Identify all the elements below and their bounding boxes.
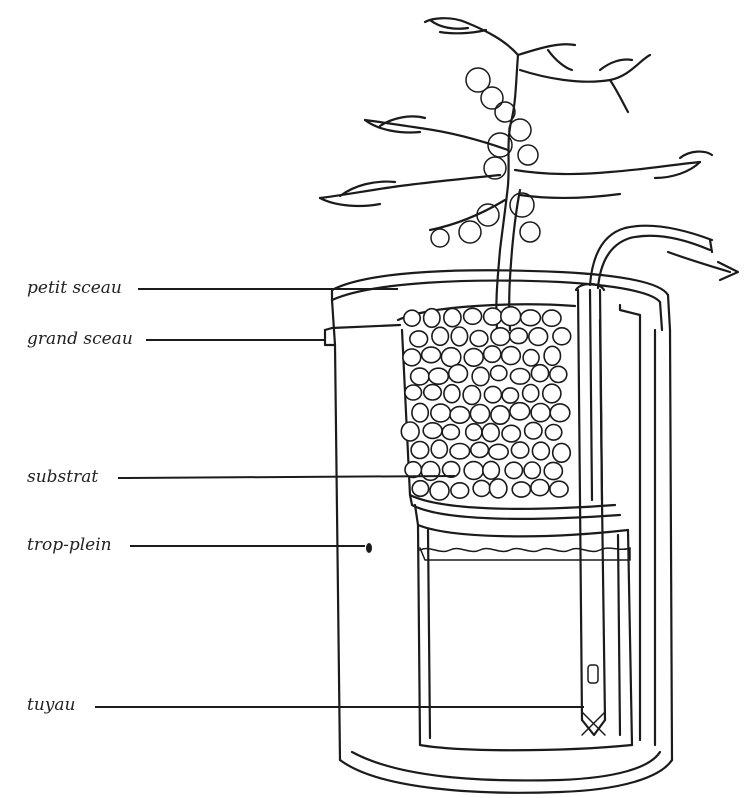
pebble [482,424,499,442]
pebble [532,442,549,460]
pebble [463,386,480,405]
pebble [531,480,549,496]
pebble [510,403,530,420]
pebble [550,481,568,497]
pebble [466,424,482,441]
pebble [430,481,449,500]
pebble [523,385,539,402]
pebble [531,365,548,382]
pebble [424,385,442,400]
pebble [423,423,442,439]
pebble [510,328,528,343]
pebble [431,440,447,458]
pebble [401,422,419,441]
pebble [545,425,561,441]
label-grand-sceau: grand sceau [27,331,133,348]
pebble [431,404,451,422]
pebble [412,481,428,497]
pebble [543,384,561,403]
pebble [501,307,521,326]
label-petit-sceau: petit sceau [27,280,122,297]
pebble [550,404,570,422]
pebble [553,328,571,345]
pebble [421,462,439,481]
pebble [531,404,550,422]
pebble [451,483,469,498]
pebble [491,366,507,381]
pebble [510,369,529,385]
pebble [464,349,483,367]
pebble [412,403,428,422]
pebble [491,328,510,346]
pebble [444,385,460,403]
pebble [411,368,429,385]
pebble [424,309,440,328]
substrate-pebbles [401,307,570,500]
pebble [471,442,489,457]
pebble [484,346,501,362]
leader-substrat [118,476,455,478]
pebble [544,462,562,479]
pebble [502,388,518,403]
pebble [464,308,482,324]
pebble [470,331,488,347]
pebble [405,462,421,478]
pebble [441,348,460,367]
pebble [521,310,541,326]
pebble [449,365,468,383]
pebble [410,331,428,347]
pebble [444,309,461,327]
pebble [511,442,528,458]
pebble [464,462,483,480]
pebble [550,366,567,382]
pebble [429,368,449,384]
pebble [523,350,539,366]
pebble [443,462,460,478]
pebble [442,425,459,440]
pebble [432,327,449,345]
label-tuyau: tuyau [27,697,75,714]
pebble [470,405,489,424]
pebble [553,443,571,462]
pebble [405,385,422,400]
pebble [491,406,510,424]
pebble [404,310,420,326]
pebble [502,347,521,365]
pebble [529,328,548,346]
label-substrat: substrat [27,469,98,486]
plant [320,18,712,330]
pebble [450,444,470,459]
pebble [472,367,489,385]
pebble [505,462,522,478]
pebble [490,479,507,498]
pebble [403,349,421,366]
pebble [484,308,502,325]
pebble [451,327,467,346]
pebble [484,386,501,402]
label-trop-plein: trop-plein [27,537,112,554]
pebble [512,482,530,497]
pebble [525,422,542,439]
pebble [524,462,540,479]
pebble [544,346,560,365]
pebble [542,310,561,326]
pebble [473,480,490,496]
pebble [450,407,470,424]
pebble [483,461,500,479]
pebble [411,442,429,459]
pebble [502,425,520,442]
tube [576,226,738,735]
pebble [422,347,441,363]
pebble [489,444,508,459]
